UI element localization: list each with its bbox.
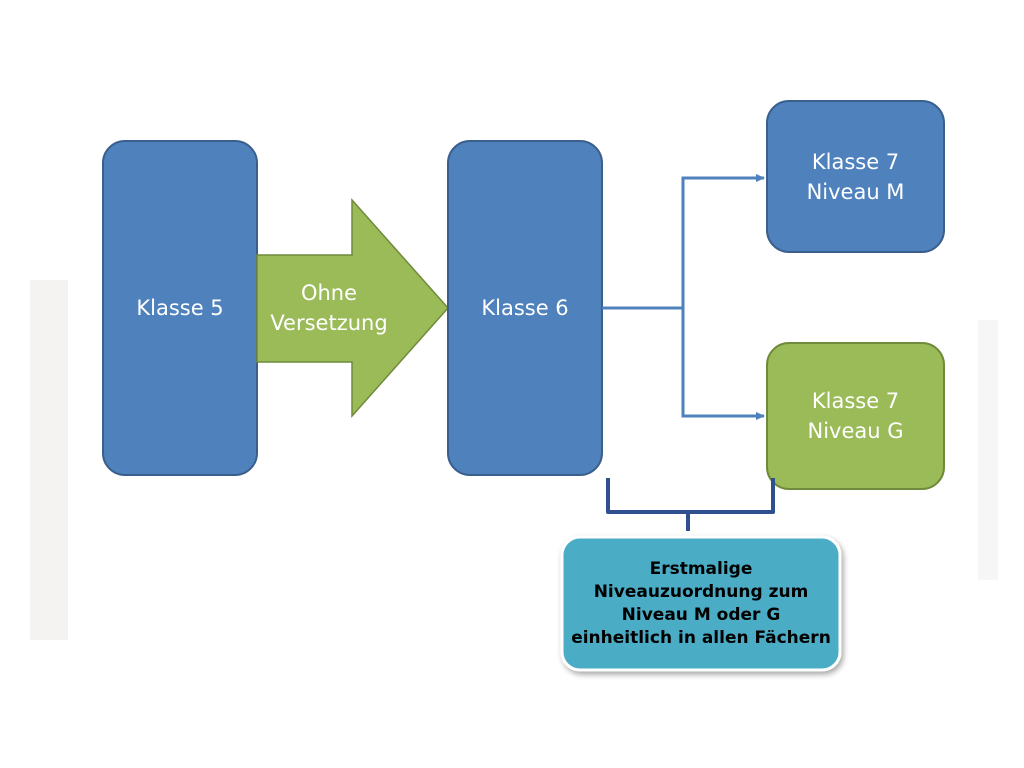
klasse-7-niveau-g-box [766, 342, 945, 490]
decorative-left-edge [30, 280, 68, 640]
grouping-brace [606, 478, 775, 531]
ohne-versetzung-arrow [256, 198, 450, 418]
connector-to-niveau-m [681, 174, 765, 308]
note-box [560, 535, 842, 672]
decorative-right-edge [978, 320, 998, 580]
connector-to-niveau-g [681, 308, 765, 420]
klasse-5-label: Klasse 5 [136, 296, 224, 320]
klasse-6-label: Klasse 6 [481, 296, 569, 320]
klasse-7-niveau-m-label: Klasse 7 Niveau M [806, 149, 905, 204]
klasse-7-niveau-g-label: Klasse 7 Niveau G [807, 389, 904, 443]
note-text: Erstmalige Niveauzuordnung zum Niveau M … [571, 558, 831, 648]
klasse-7-niveau-m-box [766, 100, 945, 253]
ohne-versetzung-label: Ohne Versetzung [270, 281, 388, 335]
